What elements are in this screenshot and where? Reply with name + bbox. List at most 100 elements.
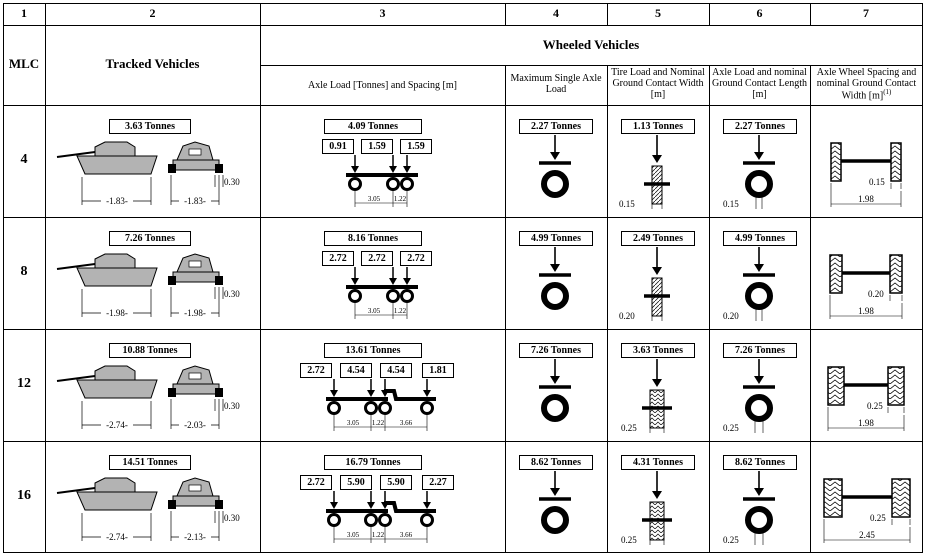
side-length-label: -1.98- [101,308,133,318]
wheel-contact-width-label: 0.25 [867,401,883,411]
axle-top-view-drawing [829,254,903,319]
axle-spacing-label: 3.66 [399,531,413,539]
axle-spacing-label: 3.05 [367,195,381,203]
track-width-label: 0.30 [224,401,240,411]
wheel-drawing [539,135,571,198]
tire-width-label: 0.25 [621,423,637,433]
axle-wheel-spacing-diagram: 0.15 1.98 [810,105,922,217]
axle-spacing-label: 1.22 [393,307,407,315]
tracked-load-label: 14.51 Tonnes [109,455,191,470]
tank-drawing [56,365,224,429]
tire-load-diagram: 1.13 Tonnes 0.15 [607,105,709,217]
side-length-label: -1.83- [101,196,133,206]
tire-drawing [644,135,670,209]
max-axle-load: 8.62 Tonnes [519,455,593,470]
axle-load-diagram: 16.79 Tonnes 2.72 5.90 5.90 2.27 3.05 1.… [260,441,505,552]
grid-line [505,65,506,553]
tire-load-diagram: 3.63 Tonnes 0.25 [607,329,709,441]
grid-line [45,3,46,553]
side-length-label: -2.74- [101,420,133,430]
axle-load-box: 5.90 [380,475,412,490]
axle-contact-diagram: 7.26 Tonnes 0.25 [709,329,810,441]
axle-load-box: 2.72 [361,251,393,266]
column-number: 2 [149,6,156,20]
wheeled-total-load: 8.16 Tonnes [324,231,422,246]
grid-line [3,25,922,26]
grid-line [607,65,608,553]
tracked-vehicle-diagram: 7.26 Tonnes -1.98- -1.98- 0.30 [45,217,260,329]
mlc-value: 16 [17,488,31,503]
max-axle-diagram: 8.62 Tonnes [505,441,607,552]
axle-load-box: 1.81 [422,363,454,378]
axle-spacing-label: 3.05 [346,531,360,539]
grid-line [3,217,922,218]
axle-contact-diagram: 4.99 Tonnes 0.20 [709,217,810,329]
axle-load-box: 4.54 [380,363,412,378]
track-width-label: 0.30 [224,513,240,523]
wheel-drawing [539,247,571,310]
mlc-value: 12 [17,376,31,391]
max-axle-diagram: 7.26 Tonnes [505,329,607,441]
grid-line [709,3,710,25]
axle-arrangement-drawing [326,491,436,543]
axle-load-diagram: 4.09 Tonnes 0.91 1.59 1.59 3.05 1.22 [260,105,505,217]
max-axle-diagram: 2.27 Tonnes [505,105,607,217]
header-axle-load-contact: Axle Load and nominal Ground Contact Len… [712,67,807,100]
axle-top-view-drawing [823,478,911,543]
tracked-load-label: 7.26 Tonnes [109,231,191,246]
grid-line [3,329,922,330]
header-axle-wheel-spacing: Axle Wheel Spacing and nominal Ground Co… [813,67,920,101]
header-max-single-axle: Maximum Single Axle Load [510,73,602,95]
wheel-contact-width-label: 0.20 [868,289,884,299]
grid-line [3,3,4,553]
axle-arrangement-drawing [326,379,436,431]
wheeled-total-load: 13.61 Tonnes [324,343,422,358]
axle-spacing-label: 3.05 [367,307,381,315]
axle-contact-diagram: 2.27 Tonnes 0.15 [709,105,810,217]
axle-load-box: 1.59 [361,139,393,154]
max-axle-load: 4.99 Tonnes [519,231,593,246]
grid-line [3,441,922,442]
axle-spacing-total-label: 1.98 [858,418,874,428]
front-width-label: -1.98- [179,308,211,318]
tracked-load-label: 3.63 Tonnes [109,119,191,134]
axle-spacing-label: 3.66 [399,419,413,427]
wheel-contact-drawing [743,471,775,545]
tire-load-diagram: 2.49 Tonnes 0.20 [607,217,709,329]
wheeled-total-load: 16.79 Tonnes [324,455,422,470]
axle-load-box: 2.72 [300,363,332,378]
tracked-vehicle-diagram: 14.51 Tonnes -2.74- -2.13- 0.30 [45,441,260,552]
axle-load: 8.62 Tonnes [723,455,797,470]
tire-drawing [644,247,670,321]
axle-load-box: 2.72 [300,475,332,490]
axle-load-diagram: 13.61 Tonnes 2.72 4.54 4.54 1.81 3.05 1.… [260,329,505,441]
max-axle-load: 7.26 Tonnes [519,343,593,358]
tire-drawing [642,359,672,433]
axle-wheel-spacing-diagram: 0.20 1.98 [810,217,922,329]
axle-load: 4.99 Tonnes [723,231,797,246]
axle-spacing-label: 1.22 [393,195,407,203]
axle-spacing-total-label: 1.98 [858,194,874,204]
mlc-value: 4 [20,152,28,167]
grid-line [260,3,261,553]
max-axle-diagram: 4.99 Tonnes [505,217,607,329]
grid-line [260,65,922,66]
axle-load-diagram: 8.16 Tonnes 2.72 2.72 2.72 3.05 1.22 [260,217,505,329]
axle-arrangement-drawing [346,155,418,207]
tire-width-label: 0.25 [621,535,637,545]
front-width-label: -1.83- [179,196,211,206]
axle-load-box: 2.72 [322,251,354,266]
axle-spacing-label: 1.22 [371,531,385,539]
tire-load-diagram: 4.31 Tonnes 0.25 [607,441,709,552]
axle-top-view-drawing [830,142,902,207]
grid-line [505,3,506,25]
front-width-label: -2.13- [179,532,211,542]
tank-drawing [56,477,224,541]
grid-line [3,552,922,553]
tracked-load-label: 10.88 Tonnes [109,343,191,358]
header-wheeled-vehicles: Wheeled Vehicles [542,37,640,52]
header-axle-wheel-spacing-text: Axle Wheel Spacing and nominal Ground Co… [816,67,917,102]
header-tracked-vehicles: Tracked Vehicles [105,56,200,71]
axle-contact-diagram: 8.62 Tonnes 0.25 [709,441,810,552]
header-tire-load: Tire Load and Nominal Ground Contact Wid… [611,67,705,100]
